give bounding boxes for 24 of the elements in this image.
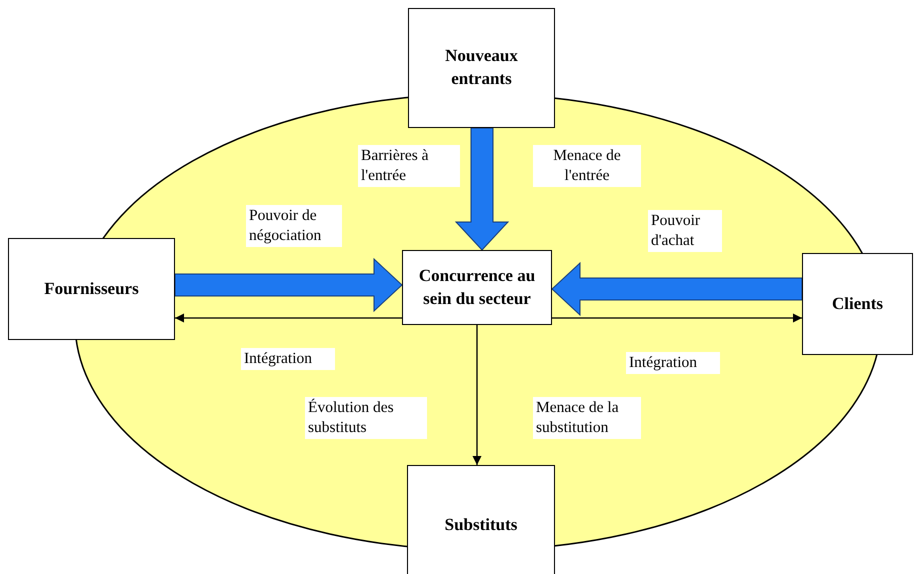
box-title: Fournisseurs [44, 278, 139, 300]
force-box [402, 250, 552, 325]
force-box [802, 253, 913, 355]
force-label: Pouvoir de négociation [246, 205, 342, 248]
force-label: Menace de la substitution [533, 397, 641, 440]
box-title: Clients [832, 292, 883, 315]
force-label: Menace de l'entrée [533, 145, 641, 188]
block-arrow [174, 258, 403, 312]
box-title: Concurrence au sein du secteur [418, 264, 536, 310]
arrow [472, 325, 482, 465]
force-label: Pouvoir d'achat [648, 210, 722, 252]
block-arrow [454, 128, 510, 251]
box-title: Nouveaux entrants [444, 45, 519, 90]
force-label: Barrières à l'entrée [358, 145, 460, 188]
force-box [407, 465, 555, 574]
force-label: Intégration [626, 352, 720, 374]
box-title: Substituts [444, 514, 518, 536]
block-arrow [551, 262, 802, 316]
force-box [408, 8, 555, 128]
force-label: Évolution des substituts [305, 397, 427, 440]
force-label: Intégration [241, 348, 335, 370]
arrow [552, 314, 802, 322]
arrow [175, 314, 402, 322]
force-box [8, 238, 175, 340]
